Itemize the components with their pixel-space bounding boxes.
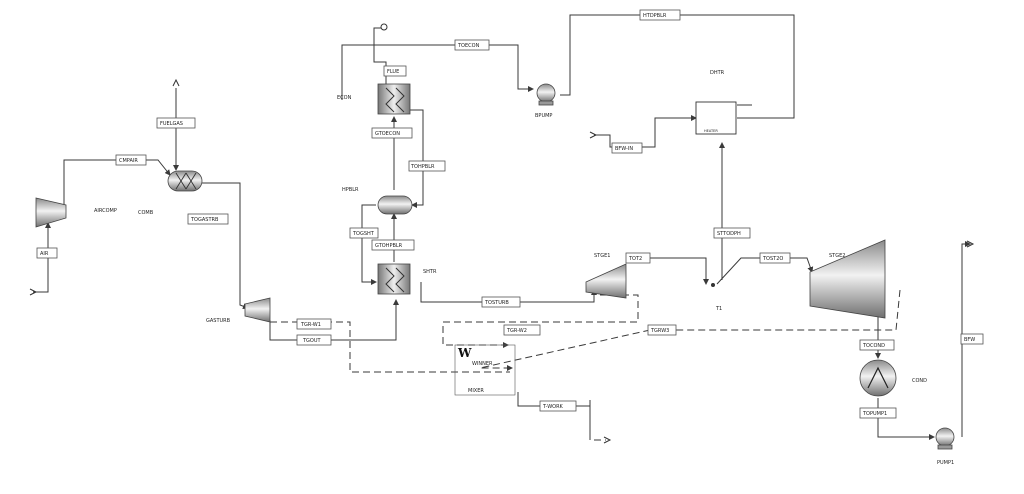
svg-text:GTOECON: GTOECON	[375, 131, 400, 137]
svg-text:TGRW3: TGRW3	[650, 328, 669, 334]
dhtr-heater[interactable]: HEATER	[695, 101, 737, 135]
stream-topump1[interactable]: TOPUMP1	[859, 407, 897, 419]
label-cond: COND	[912, 378, 927, 384]
stream-bfwin[interactable]: BFW-IN	[611, 142, 643, 154]
svg-text:FUELGAS: FUELGAS	[160, 121, 183, 127]
svg-text:TOT2: TOT2	[628, 256, 642, 262]
label-bpump: BPUMP	[535, 113, 552, 119]
svg-text:TOST2O: TOST2O	[762, 256, 783, 262]
stream-tocond[interactable]: TOCOND	[859, 339, 895, 351]
stream-tgr2[interactable]: TGR-W2	[503, 324, 541, 336]
label-stge1: STGE1	[594, 253, 610, 259]
stream-gtohpblr[interactable]: GTOHPBLR	[371, 239, 415, 251]
svg-text:HTDPBLR: HTDPBLR	[643, 13, 667, 19]
label-dhtr: DHTR	[710, 70, 725, 76]
svg-text:TOECON: TOECON	[457, 43, 480, 49]
label-stge2: STGE2	[829, 253, 845, 259]
label-winner: WINNER	[472, 361, 493, 367]
label-hpblr: HPBLR	[342, 187, 359, 193]
stream-tot2[interactable]: TOT2	[625, 252, 651, 264]
svg-text:STTODPH: STTODPH	[717, 231, 741, 237]
stream-flue[interactable]: FLUE	[383, 65, 407, 77]
svg-text:GTOHPBLR: GTOHPBLR	[375, 243, 403, 249]
label-t1: T1	[715, 306, 722, 312]
shtr-exchanger[interactable]	[377, 263, 411, 295]
stge1-turbine[interactable]	[585, 263, 627, 299]
svg-text:TOCOND: TOCOND	[862, 343, 885, 349]
svg-text:TOHPBLR: TOHPBLR	[410, 164, 435, 170]
comb-reactor[interactable]	[167, 170, 203, 192]
feed-markers	[29, 23, 975, 444]
gasturb-turbine[interactable]	[244, 297, 271, 323]
stream-tost2o[interactable]: TOST2O	[759, 252, 791, 264]
work-symbol: W	[457, 346, 472, 360]
svg-text:CMPAIR: CMPAIR	[119, 158, 138, 164]
bpump-pump[interactable]	[536, 83, 556, 106]
svg-text:TGR-W1: TGR-W1	[300, 322, 321, 328]
stream-sttodph[interactable]: STTODPH	[713, 227, 751, 239]
svg-text:TOSTURB: TOSTURB	[484, 300, 509, 306]
stream-cmpair[interactable]: CMPAIR	[115, 154, 147, 166]
svg-text:FLUE: FLUE	[387, 69, 399, 75]
label-mixer: MIXER	[468, 388, 484, 394]
stream-bfw[interactable]: BFW	[960, 333, 984, 345]
block-labels: AIRCOMP COMB GASTURB ECON HPBLR SHTR BPU…	[94, 70, 954, 466]
svg-text:TOGASTRB: TOGASTRB	[190, 217, 219, 223]
svg-text:TGR-W2: TGR-W2	[506, 328, 527, 334]
stream-fuelgas[interactable]: FUELGAS	[156, 117, 196, 129]
aircomp-compressor[interactable]	[35, 197, 67, 228]
label-aircomp: AIRCOMP	[94, 208, 117, 214]
svg-text:AIR: AIR	[40, 251, 49, 257]
stream-htdpblr[interactable]: HTDPBLR	[639, 9, 681, 21]
dhtr-box-label: HEATER	[704, 129, 718, 133]
svg-text:BFW: BFW	[964, 337, 975, 343]
stream-twork[interactable]: T-WORK	[539, 400, 577, 412]
svg-text:T-WORK: T-WORK	[542, 404, 564, 410]
svg-text:TOPUMP1: TOPUMP1	[862, 411, 887, 417]
svg-text:TOGSHT: TOGSHT	[352, 231, 375, 237]
stream-togastrb[interactable]: TOGASTRB	[187, 213, 229, 225]
stream-air[interactable]: AIR	[36, 247, 58, 259]
svg-text:BFW-IN: BFW-IN	[615, 146, 633, 152]
stream-tgrw3[interactable]: TGRW3	[647, 324, 677, 336]
stream-togsht[interactable]: TOGSHT	[349, 227, 379, 239]
svg-text:TGOUT: TGOUT	[302, 338, 322, 344]
stream-gtoecon[interactable]: GTOECON	[371, 127, 413, 139]
stream-toecon[interactable]: TOECON	[454, 39, 490, 51]
hpblr-drum[interactable]	[377, 195, 413, 215]
stream-tgr1[interactable]: TGR-W1	[296, 318, 332, 330]
stream-tohpblr[interactable]: TOHPBLR	[408, 160, 446, 172]
stream-tgout[interactable]: TGOUT	[296, 334, 332, 346]
stream-labels: AIR CMPAIR FUELGAS TOGASTRB TGR-W1 TGOUT…	[36, 9, 984, 419]
work-streams	[270, 289, 901, 441]
label-comb: COMB	[138, 210, 154, 216]
stge2-turbine[interactable]	[809, 239, 886, 319]
label-econ: ECON	[337, 95, 352, 101]
label-gasturb: GASTURB	[206, 318, 231, 324]
mixer-block[interactable]: W	[454, 344, 516, 396]
cond-condenser[interactable]	[859, 359, 897, 397]
econ-exchanger[interactable]	[377, 83, 411, 115]
stream-lines	[33, 14, 971, 440]
t1-splitter[interactable]	[711, 283, 715, 287]
label-pump1: PUMP1	[937, 460, 954, 466]
label-shtr: SHTR	[423, 269, 437, 275]
pump1-pump[interactable]	[935, 427, 955, 450]
stream-tosturb[interactable]: TOSTURB	[481, 296, 521, 308]
